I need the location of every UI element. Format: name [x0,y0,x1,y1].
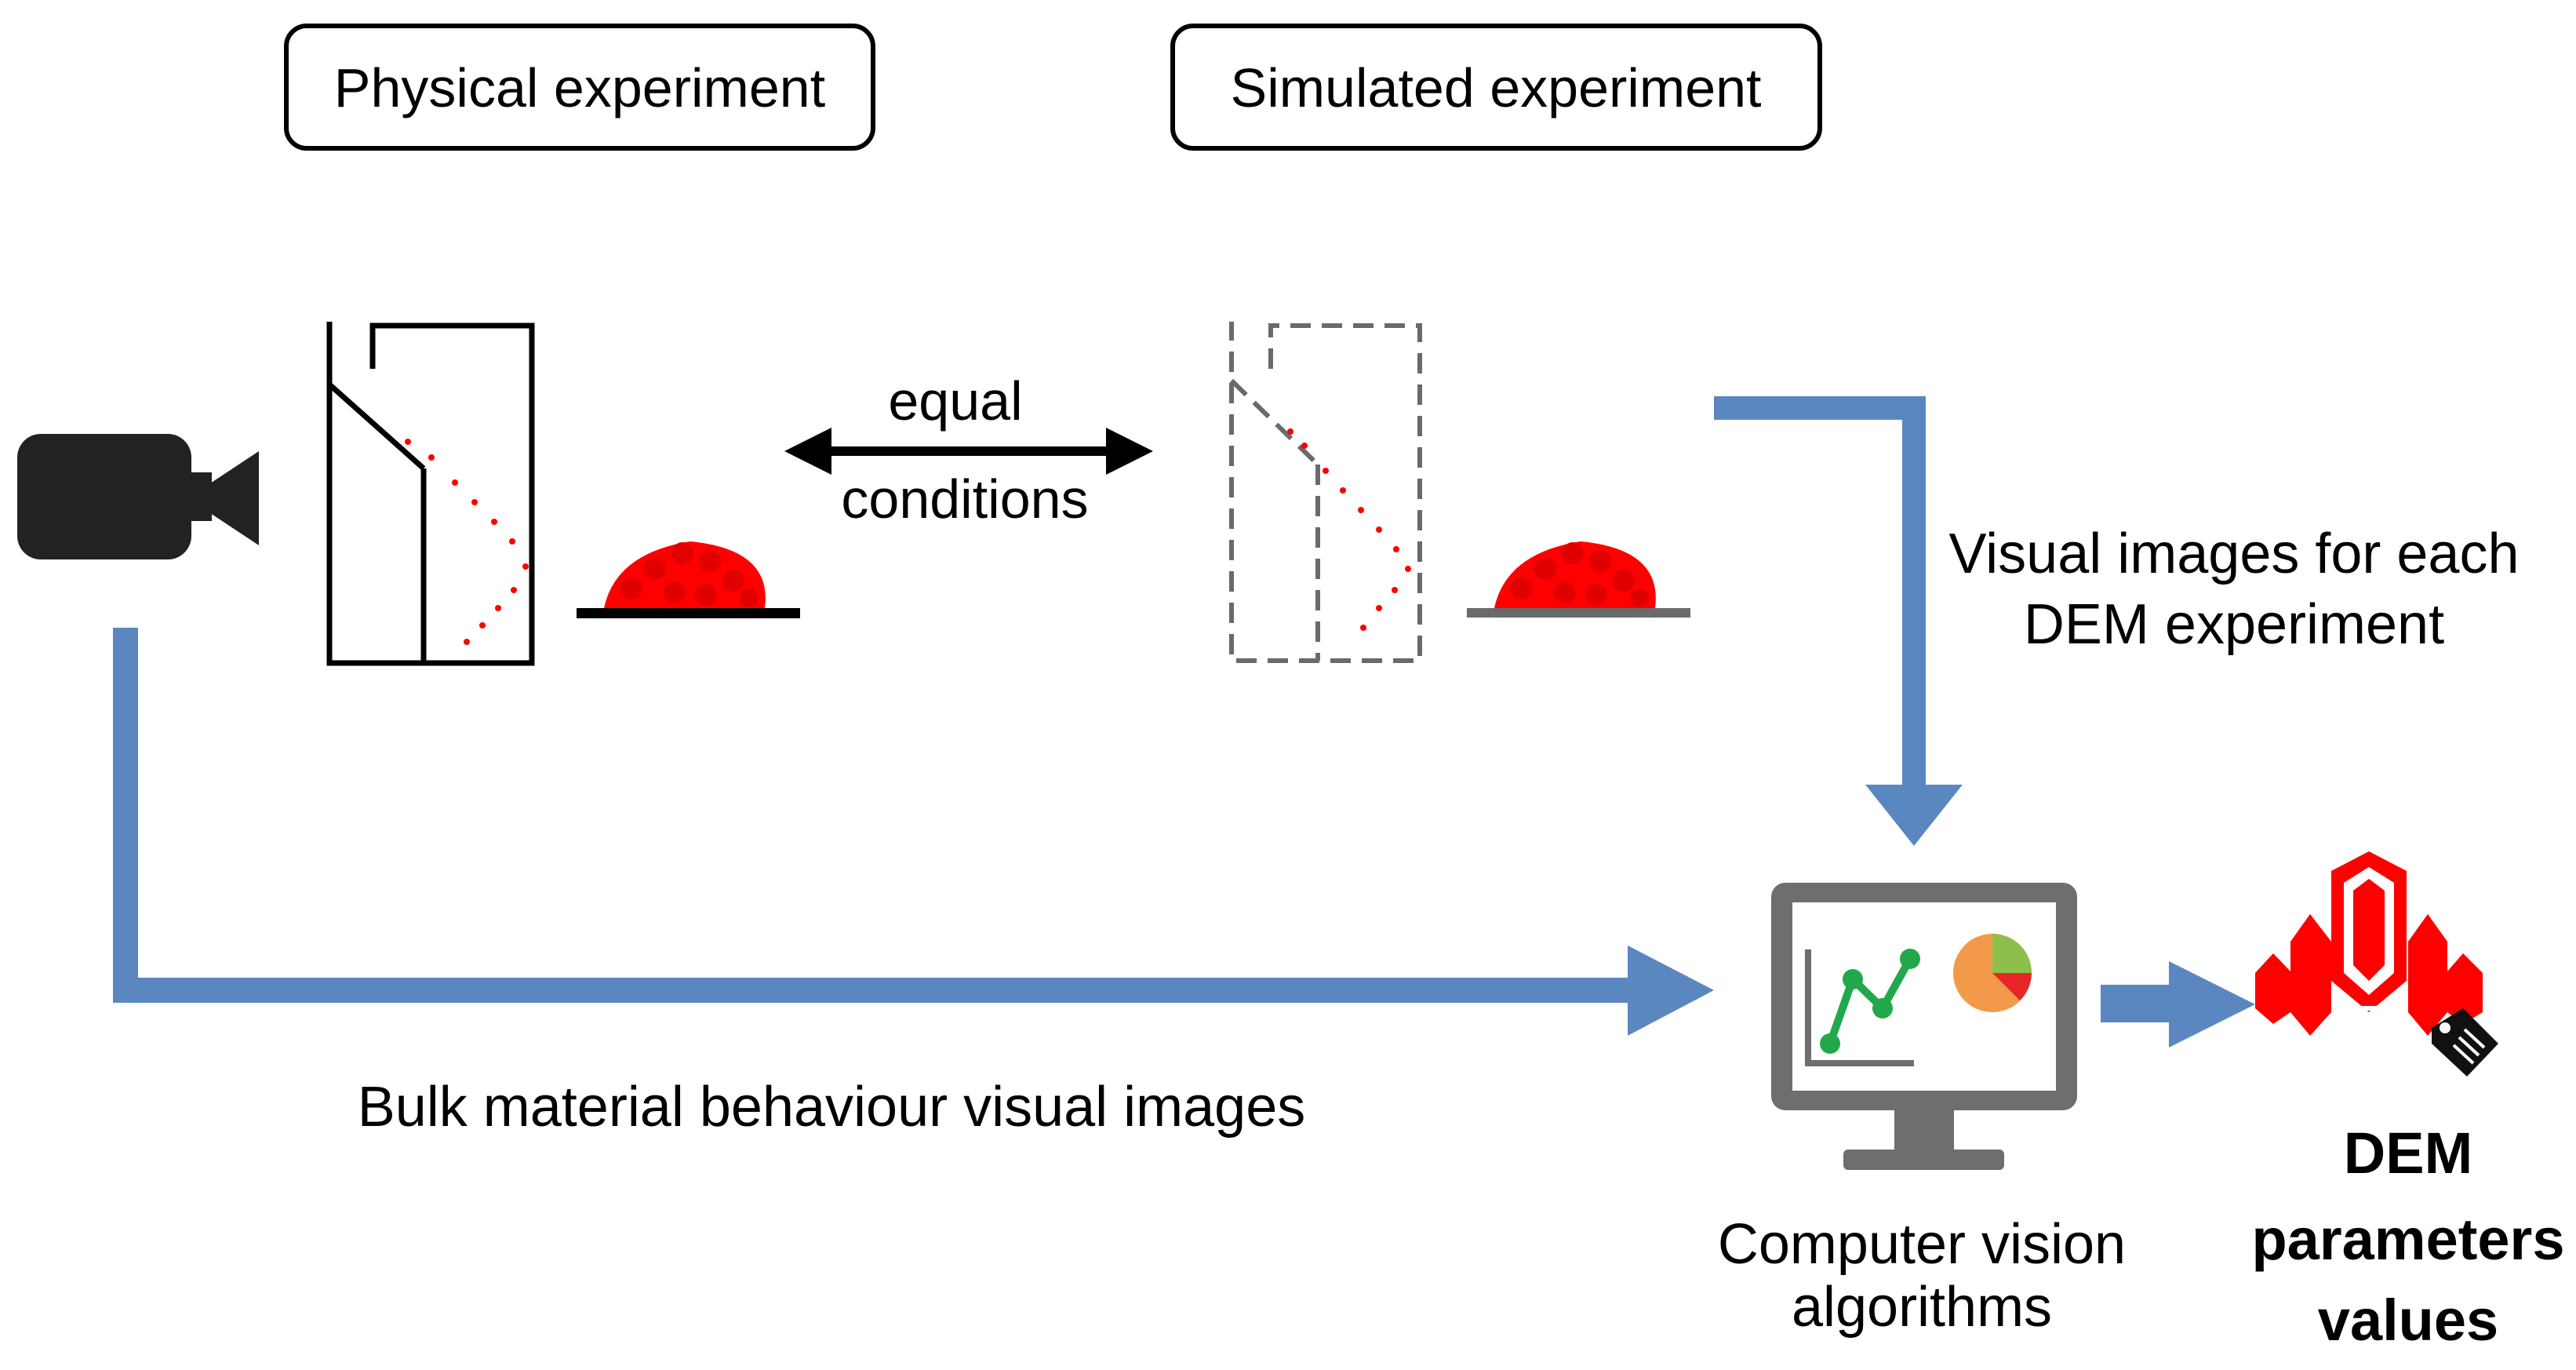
crystal-tag-icon [2255,851,2498,1077]
physical-particle-trajectory [405,439,529,645]
pie-chart-icon [1953,934,2032,1012]
output-arrow [2101,961,2255,1048]
simulated-experiment-label: Simulated experiment [1231,57,1762,118]
conditions-label: conditions [841,468,1088,530]
computer-monitor-icon [1771,883,2077,1170]
computer-vision-label-line2: algorithms [1792,1276,2052,1339]
dem-label-line2: parameters [2251,1207,2564,1272]
visual-images-label-line1: Visual images for each [1948,523,2519,585]
simulated-images-arrow [1714,396,1963,846]
bulk-images-label: Bulk material behaviour visual images [358,1076,1306,1139]
simulated-particle-trajectory [1287,428,1411,631]
dem-label-line3: values [2318,1288,2498,1353]
simulated-experiment-box: Simulated experiment [1170,24,1822,151]
simulated-particle-heap [1467,541,1690,618]
bulk-images-arrow [113,628,1714,1036]
physical-experiment-box: Physical experiment [284,24,875,151]
physical-apparatus [326,322,535,666]
line-chart-icon [1805,949,1920,1066]
visual-images-label-line2: DEM experiment [2024,593,2444,656]
equal-label: equal [888,370,1022,432]
simulated-apparatus [1229,322,1422,663]
physical-particle-heap [577,541,800,618]
video-camera-icon [17,434,259,559]
computer-vision-label-line1: Computer vision [1718,1213,2126,1276]
tag-icon [2432,1008,2498,1077]
physical-experiment-label: Physical experiment [334,57,825,118]
dem-label-line1: DEM [2344,1120,2472,1186]
